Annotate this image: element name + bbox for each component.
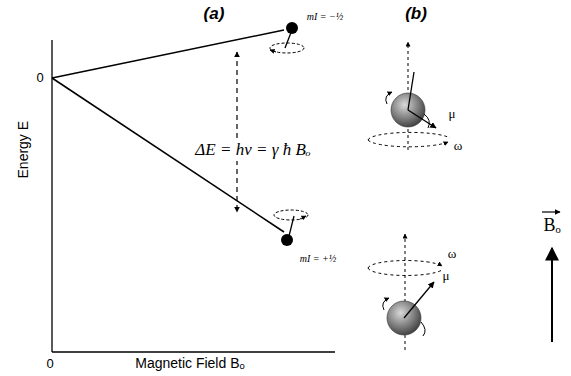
axis-title: Energy E (16, 121, 31, 179)
spin-state: mI = +½ (300, 253, 337, 264)
axes (52, 40, 335, 352)
moment-symbol: μ (443, 269, 450, 283)
frequency-symbol: ω (448, 247, 457, 261)
nucleus-top (368, 42, 450, 150)
panel-label: (a) (204, 5, 225, 24)
nucleus-bottom (368, 234, 442, 350)
moment-symbol: μ (449, 107, 456, 121)
panel-label: (b) (405, 5, 427, 24)
field-arrow (542, 212, 560, 342)
axis-value: 0 (46, 357, 53, 371)
field-symbol: Bₒ (543, 216, 560, 236)
energy-equation: ΔE = hν = γ ħ Bₒ (192, 139, 313, 162)
energy-levels (52, 30, 284, 232)
spin-state: mI = −½ (307, 11, 344, 22)
transition-arrow (236, 52, 237, 212)
frequency-symbol: ω (454, 139, 463, 153)
axis-title: Magnetic Field Bₒ (135, 356, 245, 371)
axis-value: 0 (36, 71, 43, 85)
spin-upper (270, 22, 304, 53)
spin-lower (274, 210, 308, 246)
